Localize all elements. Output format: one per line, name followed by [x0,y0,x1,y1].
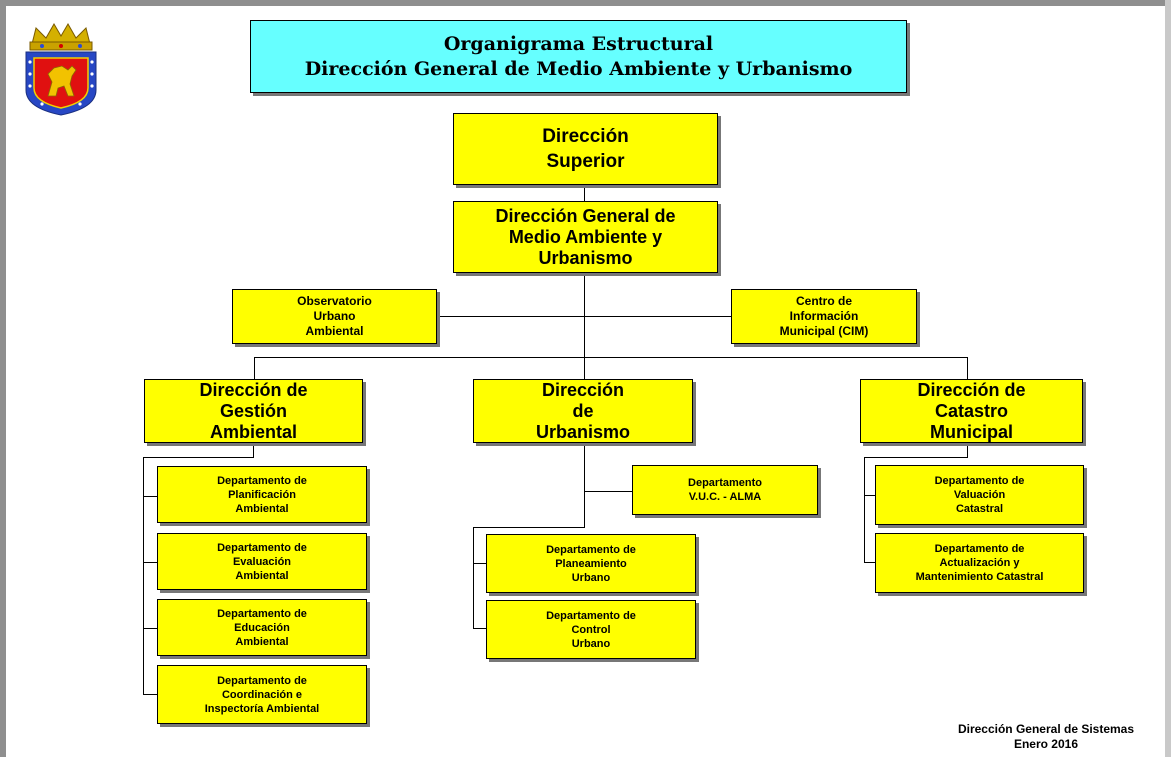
connector-dep-control [473,628,487,629]
coat-of-arms-logo [25,23,97,116]
node-catastro: Dirección de Catastro Municipal [860,379,1083,443]
connector-urbanismo-left-spine [473,527,474,629]
connector-urbanismo-spine [584,443,585,527]
connector-to-urbanismo [584,357,585,379]
node-direccion-superior: Dirección Superior [453,113,718,185]
node-dep-actualizacion: Departamento de Actualización y Mantenim… [875,533,1084,593]
node-gestion-ambiental: Dirección de Gestión Ambiental [144,379,363,443]
node-dep-vuc: Departamento V.U.C. - ALMA [632,465,818,515]
connector-to-catastro [967,357,968,379]
connector-catastro-spine [864,457,865,563]
connector-staff-horizontal [437,316,732,317]
node-dep-coordinacion: Departamento de Coordinación e Inspector… [157,665,367,724]
chart-title-line1: Organigrama Estructural [443,32,714,55]
connector-directions-horizontal [254,357,968,358]
node-dep-planeamiento: Departamento de Planeamiento Urbano [486,534,696,593]
node-dep-control: Departamento de Control Urbano [486,600,696,659]
connector-dep-actualizacion [864,562,876,563]
connector-dep-vuc [584,491,632,492]
connector-dep-coordinacion [143,694,158,695]
node-observatorio: Observatorio Urbano Ambiental [232,289,437,344]
node-cim: Centro de Información Municipal (CIM) [731,289,917,344]
footer-line1: Dirección General de Sistemas [957,722,1135,736]
connector-superior-general [584,185,585,201]
connector-catastro-down [967,443,968,458]
connector-gestion-jog [143,457,254,458]
connector-dep-educacion [143,628,158,629]
connector-dep-planeamiento [473,563,487,564]
connector-dep-planificacion [143,496,158,497]
connector-dep-valuacion [864,495,876,496]
connector-gestion-spine [143,457,144,694]
page-border-top [0,0,1171,6]
footer-credit: Dirección General de Sistemas Enero 2016 [931,722,1161,752]
connector-dep-evaluacion [143,562,158,563]
connector-gestion-down [253,443,254,458]
page-border-left [0,0,6,757]
chart-title: Organigrama Estructural Dirección Genera… [250,20,907,93]
node-dep-valuacion: Departamento de Valuación Catastral [875,465,1084,525]
node-direccion-general: Dirección General de Medio Ambiente y Ur… [453,201,718,273]
node-dep-planificacion: Departamento de Planificación Ambiental [157,466,367,523]
footer-line2: Enero 2016 [1013,737,1079,751]
connector-to-gestion [254,357,255,379]
connector-main-trunk [584,273,585,357]
chart-title-line2: Dirección General de Medio Ambiente y Ur… [304,57,853,80]
connector-catastro-jog [864,457,968,458]
page-border-right [1165,0,1171,757]
node-dep-educacion: Departamento de Educación Ambiental [157,599,367,656]
connector-urbanismo-jog [473,527,585,528]
node-urbanismo: Dirección de Urbanismo [473,379,693,443]
node-dep-evaluacion: Departamento de Evaluación Ambiental [157,533,367,590]
